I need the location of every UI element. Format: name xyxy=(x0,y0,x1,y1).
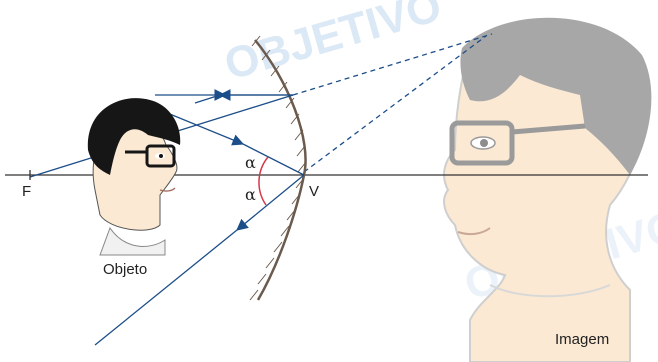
focus-label: F xyxy=(22,183,31,200)
object-label: Objeto xyxy=(103,261,147,278)
boy-virtual-image-head xyxy=(443,17,652,362)
angle-arc xyxy=(258,156,269,206)
image-label: Imagem xyxy=(555,331,609,348)
angle-label-incident: α xyxy=(245,153,256,172)
boy-object-head xyxy=(87,98,181,256)
angle-label-reflected: α xyxy=(245,185,256,204)
virtual-ray-lower xyxy=(303,35,487,173)
vertex-label: V xyxy=(309,183,319,200)
ray-vertex-reflected xyxy=(236,174,305,231)
ray-vertex-incident xyxy=(159,109,245,146)
virtual-ray-upper xyxy=(292,33,493,96)
